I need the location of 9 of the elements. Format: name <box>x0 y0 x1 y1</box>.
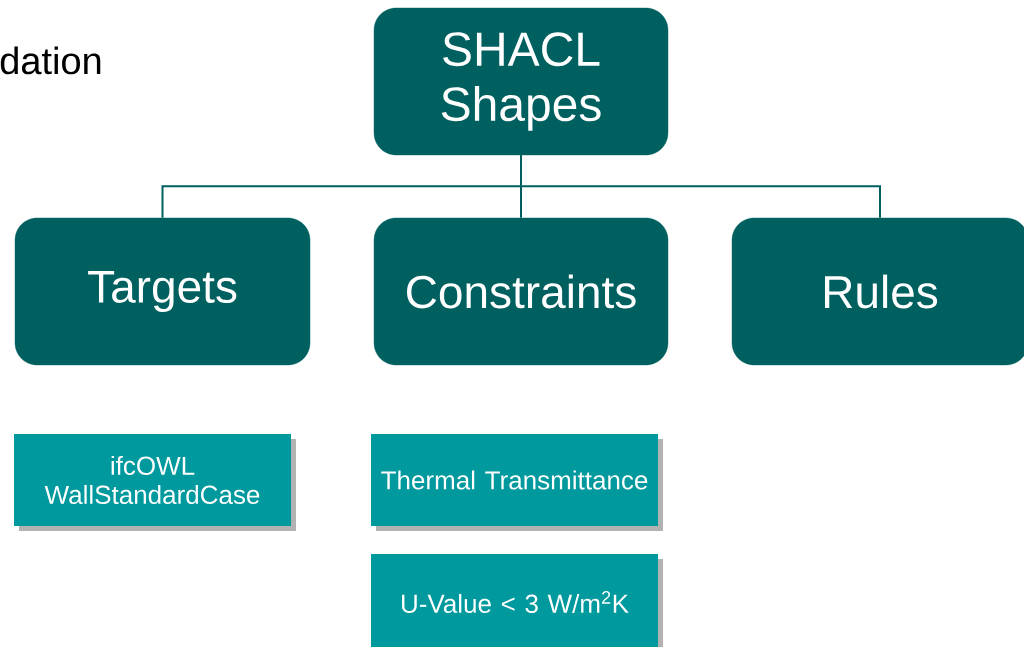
connector-line <box>520 154 881 219</box>
process-box: ifcOWL WallStandardCase <box>14 434 296 531</box>
process-box: Thermal Transmittance <box>371 434 663 531</box>
rounded-box: Rules <box>731 217 1024 366</box>
rounded-box: Targets <box>14 217 311 366</box>
rounded-box: Constraints <box>373 217 669 366</box>
heading-text: dation <box>0 46 101 75</box>
process-box: U-Value < 3 W/m$^{2}$K <box>371 554 663 647</box>
rounded-box: SHACL Shapes <box>373 7 669 156</box>
